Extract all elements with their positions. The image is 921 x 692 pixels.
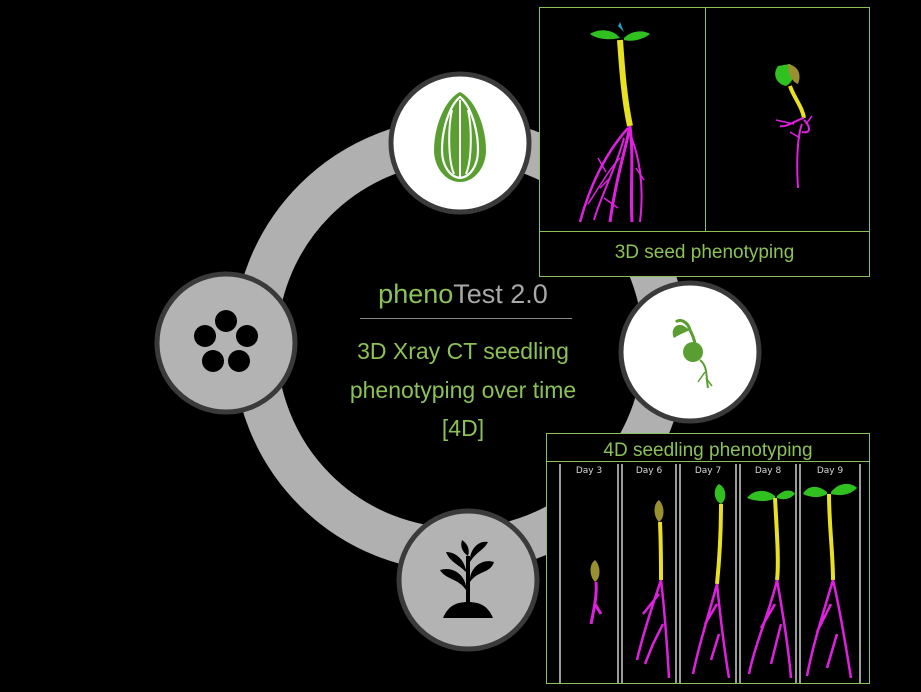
flower-icon — [194, 310, 258, 372]
caption-divider — [547, 461, 869, 462]
seedling-4d-panel: 4D seedling phenotyping Day 3 Day 6 Day … — [546, 433, 870, 684]
seed-node — [388, 71, 532, 215]
caption-divider — [540, 231, 869, 232]
app-description: 3D Xray CT seedling phenotyping over tim… — [320, 332, 606, 448]
seedling-scan-left — [578, 22, 650, 223]
seedling-scan-right — [775, 64, 813, 189]
panel-caption: 4D seedling phenotyping — [603, 440, 813, 461]
day-scan: Day 8 — [739, 464, 797, 683]
seed-3d-scans — [578, 22, 813, 223]
description-line: phenotyping over time — [349, 376, 577, 403]
seedling-scan — [635, 500, 671, 679]
seedling-scan — [691, 484, 731, 679]
scan-divider — [705, 8, 706, 231]
app-title-rest: Test 2.0 — [453, 279, 548, 309]
seed-3d-panel: 3D seed phenotyping — [539, 7, 870, 277]
title-divider — [360, 318, 572, 319]
app-title-accent: pheno — [378, 279, 454, 309]
app-title: phenoTest 2.0 — [330, 276, 596, 312]
seedling-scan — [589, 560, 603, 625]
day-label: Day 3 — [575, 466, 603, 476]
day-scan: Day 6 — [621, 464, 677, 683]
seed-icon — [434, 92, 486, 182]
plant-icon — [440, 540, 494, 618]
description-line: 3D Xray CT seedling — [357, 338, 569, 364]
day-scan: Day 3 — [559, 464, 619, 683]
description-line: [4D] — [441, 415, 485, 441]
day-label: Day 6 — [635, 466, 663, 476]
seedling-icon — [672, 318, 713, 389]
panel-caption: 3D seed phenotyping — [614, 242, 795, 263]
seedling-node — [618, 280, 762, 424]
plant-node — [396, 508, 540, 652]
day-scan: Day 7 — [679, 464, 737, 683]
seedling-scan — [747, 490, 795, 679]
day-label: Day 8 — [754, 466, 782, 476]
seedling-scan — [803, 483, 857, 679]
flower-node — [154, 271, 298, 415]
day-label: Day 7 — [694, 466, 722, 476]
day-label: Day 9 — [816, 466, 844, 476]
day-scan: Day 9 — [799, 464, 861, 683]
